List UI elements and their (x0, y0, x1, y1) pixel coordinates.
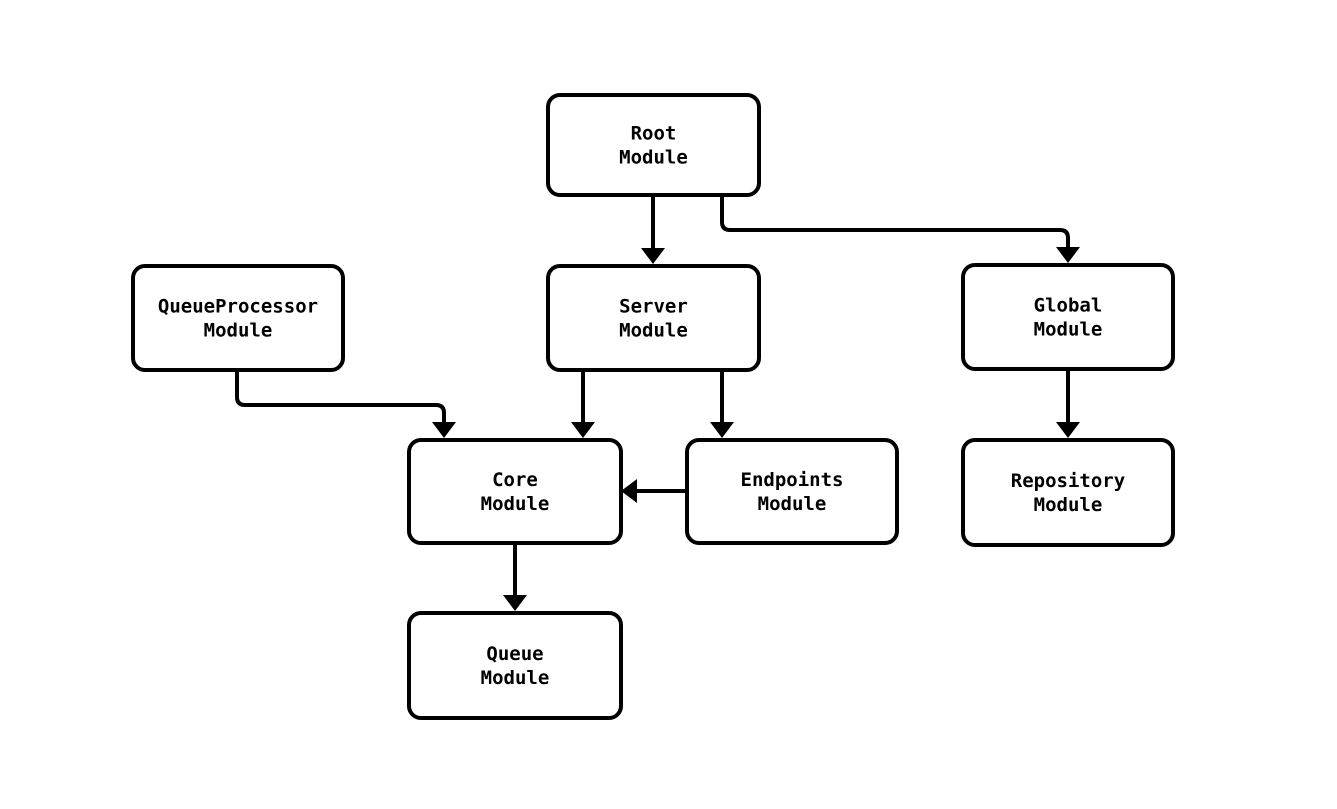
node-label-line1: Global (1034, 295, 1103, 317)
node-box[interactable] (685, 438, 899, 545)
nodes-layer: RootModuleQueueProcessorModuleServerModu… (131, 93, 1175, 720)
node-label-line2: Module (481, 493, 550, 515)
node-label-line1: QueueProcessor (158, 296, 318, 318)
node-label-line2: Module (1034, 494, 1103, 516)
edge-server-to-core (571, 370, 595, 438)
edge-global-to-repository (1056, 369, 1080, 438)
node-label-line1: Root (631, 123, 677, 145)
edge-line (235, 370, 446, 428)
arrow-head-icon (710, 422, 734, 438)
arrow-head-icon (503, 595, 527, 611)
node-label-line1: Server (619, 296, 688, 318)
arrow-head-icon (571, 422, 595, 438)
arrow-head-icon (641, 248, 665, 264)
node-box[interactable] (407, 438, 623, 545)
arrow-head-icon (621, 479, 637, 503)
edges-layer (235, 195, 1080, 611)
node-label-line2: Module (619, 147, 688, 169)
node-box[interactable] (961, 438, 1175, 547)
edge-endpoints-to-core (621, 479, 687, 503)
edge-server-to-endpoints (710, 370, 734, 438)
node-label-line2: Module (758, 493, 827, 515)
arrow-head-icon (432, 422, 456, 438)
node-label-line2: Module (204, 320, 273, 342)
edge-root-to-server (641, 195, 665, 264)
node-label-line2: Module (619, 320, 688, 342)
arrow-head-icon (1056, 247, 1080, 263)
node-box[interactable] (131, 264, 345, 372)
node-label-line2: Module (1034, 319, 1103, 341)
node-label-line1: Repository (1011, 470, 1125, 492)
node-box[interactable] (546, 264, 761, 372)
node-label-line2: Module (481, 667, 550, 689)
arrow-head-icon (1056, 422, 1080, 438)
edge-root-to-global (720, 195, 1080, 263)
edge-line (720, 195, 1070, 253)
edge-queueprocessor-to-core (235, 370, 456, 438)
edge-core-to-queue (503, 543, 527, 611)
node-box[interactable] (961, 263, 1175, 371)
node-label-line1: Queue (486, 643, 543, 665)
node-box[interactable] (407, 611, 623, 720)
node-label-line1: Core (492, 469, 538, 491)
node-box[interactable] (546, 93, 761, 197)
node-label-line1: Endpoints (741, 469, 844, 491)
